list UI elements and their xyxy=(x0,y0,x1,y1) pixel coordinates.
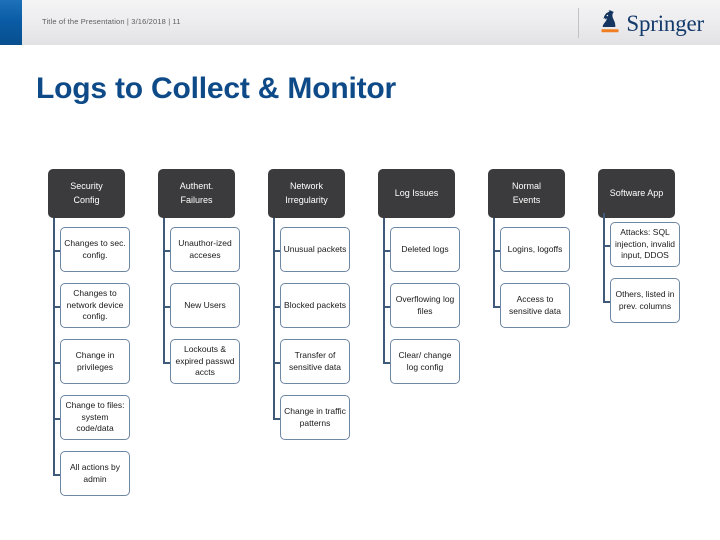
connector-stub xyxy=(603,244,612,247)
connector-trunk xyxy=(603,213,605,302)
column-header-line1: Normal xyxy=(511,181,541,192)
diagram-node-box[interactable]: Lockouts & expired passwd accts xyxy=(170,339,240,384)
connector-stub xyxy=(53,361,62,364)
connector-trunk xyxy=(163,218,165,363)
diagram-node-box[interactable]: All actions by admin xyxy=(60,451,130,496)
header-accent-bar xyxy=(0,0,22,45)
header-divider xyxy=(578,8,579,38)
connector-stub xyxy=(273,417,282,420)
diagram-node-box[interactable]: Others, listed in prev. columns xyxy=(610,278,680,323)
diagram-node-box[interactable]: Change to files: system code/data xyxy=(60,395,130,440)
connector-trunk xyxy=(53,218,55,475)
connector-stub xyxy=(163,249,172,252)
slide-header-band: Title of the Presentation | 3/16/2018 | … xyxy=(0,0,720,45)
connector-stub xyxy=(53,305,62,308)
connector-stub xyxy=(273,361,282,364)
connector-trunk xyxy=(383,218,385,363)
diagram-node-box[interactable]: Deleted logs xyxy=(390,227,460,272)
connector-stub xyxy=(163,361,172,364)
diagram-node-box[interactable]: Changes to network device config. xyxy=(60,283,130,328)
connector-stub xyxy=(53,417,62,420)
column-header-line1: Security xyxy=(70,181,103,192)
diagram-node-box[interactable]: Change in traffic patterns xyxy=(280,395,350,440)
diagram-node-box[interactable]: Change in privileges xyxy=(60,339,130,384)
diagram-node-box[interactable]: Logins, logoffs xyxy=(500,227,570,272)
springer-wordmark: Springer xyxy=(626,10,704,36)
springer-knight-icon xyxy=(599,9,621,37)
diagram-node-box[interactable]: Unauthor-ized acceses xyxy=(170,227,240,272)
page-title: Logs to Collect & Monitor xyxy=(36,72,396,105)
column-header-box[interactable]: Authent. Failures xyxy=(158,169,235,218)
column-header-line2: Failures xyxy=(180,194,213,205)
connector-stub xyxy=(383,305,392,308)
column-header-line2: Events xyxy=(512,194,541,205)
connector-stub xyxy=(53,249,62,252)
connector-stub xyxy=(383,361,392,364)
column-header-line1: Network xyxy=(289,181,323,192)
connector-stub xyxy=(493,249,502,252)
springer-logo: Springer xyxy=(599,7,704,39)
diagram-node-box[interactable]: Transfer of sensitive data xyxy=(280,339,350,384)
connector-trunk xyxy=(493,218,495,307)
connector-stub xyxy=(163,305,172,308)
connector-stub xyxy=(383,249,392,252)
diagram-node-box[interactable]: Access to sensitive data xyxy=(500,283,570,328)
diagram-node-box[interactable]: Blocked packets xyxy=(280,283,350,328)
connector-stub xyxy=(273,305,282,308)
connector-trunk xyxy=(273,218,275,419)
column-header-box[interactable]: Log Issues xyxy=(378,169,455,218)
column-header-box[interactable]: Software App xyxy=(598,169,675,218)
diagram-node-box[interactable]: Changes to sec. config. xyxy=(60,227,130,272)
connector-stub xyxy=(493,305,502,308)
column-header-line2: Config xyxy=(73,194,100,205)
diagram-node-box[interactable]: Attacks: SQL injection, invalid input, D… xyxy=(610,222,680,267)
diagram-node-box[interactable]: Clear/ change log config xyxy=(390,339,460,384)
diagram-node-box[interactable]: Unusual packets xyxy=(280,227,350,272)
connector-stub xyxy=(603,300,612,303)
connector-stub xyxy=(273,249,282,252)
connector-stub xyxy=(53,473,62,476)
column-header-line1: Authent. xyxy=(179,181,214,192)
presentation-meta-text: Title of the Presentation | 3/16/2018 | … xyxy=(42,17,181,26)
column-header-line2: Irregularity xyxy=(285,194,328,205)
diagram-node-box[interactable]: New Users xyxy=(170,283,240,328)
diagram-node-box[interactable]: Overflowing log files xyxy=(390,283,460,328)
